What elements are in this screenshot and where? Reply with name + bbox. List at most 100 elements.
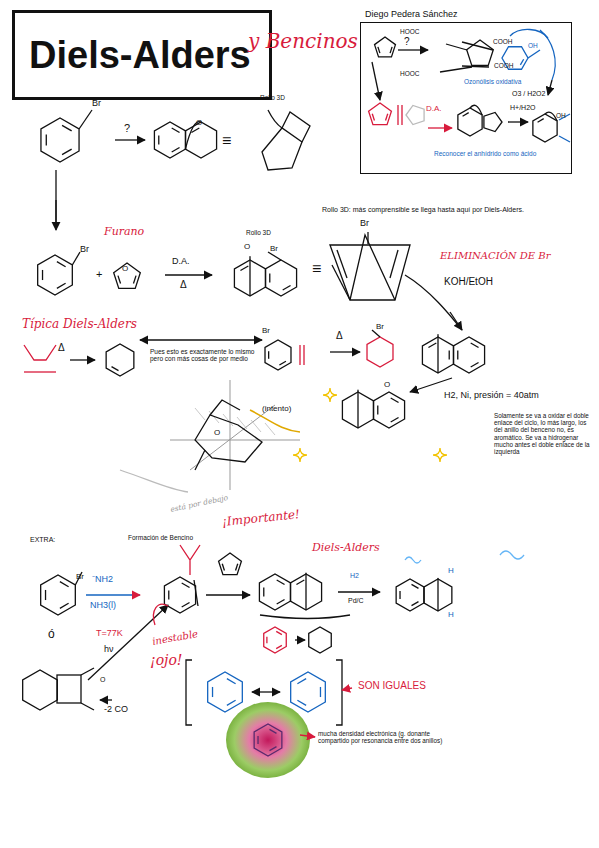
bond	[457, 350, 458, 359]
sketch-stroke	[336, 660, 342, 725]
bond	[283, 285, 291, 290]
sketch-stroke	[282, 112, 310, 142]
sketch-stroke	[195, 415, 262, 462]
bond	[299, 345, 300, 365]
ring	[264, 627, 287, 653]
ring	[164, 577, 195, 613]
bond	[428, 343, 436, 348]
ring	[424, 579, 452, 611]
bond	[227, 700, 236, 705]
ring	[265, 260, 296, 296]
annotation: ?	[124, 122, 130, 135]
ring	[219, 553, 242, 575]
bond	[279, 361, 286, 365]
annotation: ELIMINACIÓN DE Br	[440, 250, 550, 262]
annotation: Br	[376, 322, 384, 331]
ring	[375, 37, 396, 57]
bond	[182, 602, 190, 607]
reaction-arrow	[252, 691, 280, 692]
sketch-stroke	[260, 615, 350, 619]
sketch-stroke	[180, 545, 200, 575]
bond	[440, 67, 472, 72]
bond	[62, 149, 72, 155]
bond	[296, 580, 304, 585]
annotation: HOOC	[400, 28, 420, 35]
bond	[538, 119, 544, 123]
bond	[390, 250, 398, 278]
bond	[337, 250, 347, 278]
bond	[411, 584, 418, 588]
annotation: ≡	[312, 260, 321, 278]
sketch-stroke	[350, 235, 395, 300]
annotation: Ozonólisis oxidativa	[464, 78, 521, 85]
bond	[266, 637, 267, 644]
reaction-arrow	[206, 594, 250, 595]
annotation: D.A.	[426, 104, 442, 113]
sketch-stroke	[470, 105, 482, 115]
annotation: (intento)	[262, 404, 291, 413]
bond	[222, 564, 224, 571]
bond	[62, 125, 72, 131]
sketch-stroke	[433, 448, 447, 462]
annotation: COOH	[494, 62, 514, 69]
bond	[390, 47, 392, 53]
ring	[114, 263, 141, 288]
annotation: COOH	[493, 38, 513, 45]
bond	[297, 700, 306, 705]
ring	[291, 672, 326, 712]
ring	[208, 672, 243, 712]
ring	[453, 337, 484, 373]
bond	[276, 631, 282, 634]
sketch-stroke	[195, 450, 205, 470]
reaction-arrow	[70, 359, 95, 360]
bond	[190, 405, 275, 470]
bond	[257, 736, 258, 744]
annotation: SON IGUALES	[358, 680, 426, 692]
ring	[154, 122, 185, 158]
sketch-stroke	[500, 551, 524, 559]
ring	[406, 105, 424, 124]
annotation: Diels-Alders	[312, 542, 380, 555]
bond	[42, 270, 43, 280]
annotation: Δ	[180, 279, 187, 291]
bond	[277, 580, 285, 585]
annotation: Rollo 3D	[260, 94, 285, 101]
ring	[373, 392, 404, 428]
reaction-arrow	[342, 688, 352, 690]
annotation: EXTRA:	[30, 536, 55, 544]
bond	[449, 350, 450, 359]
annotation: O	[196, 118, 202, 127]
bond	[320, 687, 321, 697]
annotation: O3 / H2O2	[512, 90, 545, 98]
bond	[182, 583, 190, 588]
bond	[212, 687, 213, 697]
bond	[251, 420, 261, 432]
annotation: HOOC	[400, 70, 420, 77]
bond	[276, 645, 282, 648]
ring	[396, 579, 424, 611]
bond	[158, 135, 159, 144]
bond	[81, 668, 94, 675]
reaction-arrow	[428, 127, 452, 128]
sketch-stroke	[293, 448, 307, 462]
sketch-stroke	[24, 345, 56, 360]
annotation: OH	[556, 112, 566, 119]
bond	[230, 380, 231, 490]
annotation: mucha densidad electrónica (g. donante c…	[318, 730, 443, 744]
annotation: O	[214, 428, 220, 437]
sketch-stroke	[250, 410, 300, 432]
bond	[471, 362, 479, 367]
bond	[471, 343, 479, 348]
annotation: Δ	[58, 342, 65, 354]
annotation: O	[122, 264, 128, 273]
ring	[369, 103, 392, 125]
annotation: ⁻NH2	[92, 574, 113, 584]
annotation: H+/H2O	[510, 104, 535, 112]
sketch-stroke	[510, 29, 548, 38]
bond	[377, 405, 378, 414]
annotation: ≡	[222, 132, 231, 150]
bond	[303, 345, 304, 365]
bond	[60, 603, 69, 608]
annotation: ¡ojo!	[150, 652, 182, 668]
sketch-stroke	[437, 578, 438, 611]
